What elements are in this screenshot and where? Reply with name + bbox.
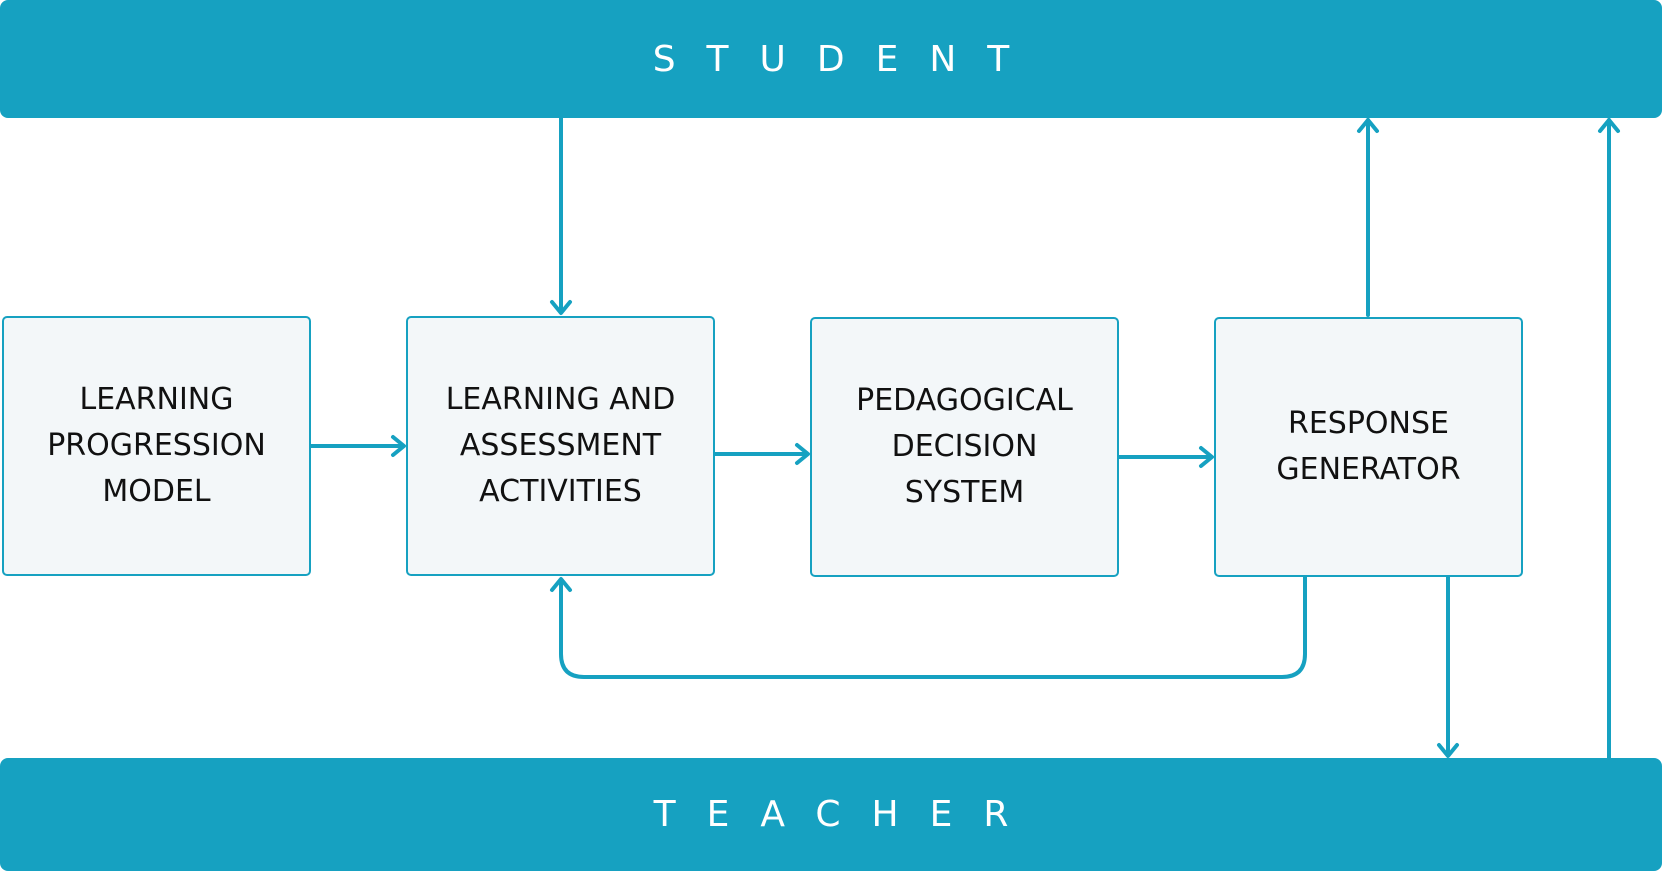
box-label-line: PROGRESSION [47,428,266,463]
learning-assessment-activities-box: LEARNING AND ASSESSMENT ACTIVITIES [406,316,715,576]
arrow-progression-to-activities [309,435,406,457]
box-label-line: PEDAGOGICAL [856,383,1073,418]
box-label-line: LEARNING [79,382,234,417]
box-label-line: GENERATOR [1276,452,1461,487]
learning-progression-model-box: LEARNING PROGRESSION MODEL [2,316,311,576]
pedagogical-decision-system-box: PEDAGOGICAL DECISION SYSTEM [810,317,1119,577]
teacher-label: TEACHER [653,794,1040,835]
student-label: STUDENT [652,38,1041,80]
box-label-line: DECISION [891,429,1038,464]
arrow-teacher-to-student [1598,118,1620,760]
arrow-response-to-student [1357,118,1379,317]
arrow-response-to-teacher [1437,575,1459,758]
box-label-line: SYSTEM [904,475,1025,510]
box-label-line: LEARNING AND [445,382,676,417]
arrow-response-to-activities-loop [550,575,1307,679]
box-label-line: MODEL [102,474,211,509]
arrow-activities-to-pedagogical [713,443,810,465]
response-generator-box: RESPONSE GENERATOR [1214,317,1523,577]
arrow-pedagogical-to-response [1117,446,1214,468]
box-label-line: ACTIVITIES [479,474,642,509]
box-label-line: RESPONSE [1288,406,1449,441]
student-band: STUDENT [0,0,1662,118]
arrow-student-to-activities [550,116,572,315]
box-label-line: ASSESSMENT [459,428,662,463]
teacher-band: TEACHER [0,758,1662,871]
